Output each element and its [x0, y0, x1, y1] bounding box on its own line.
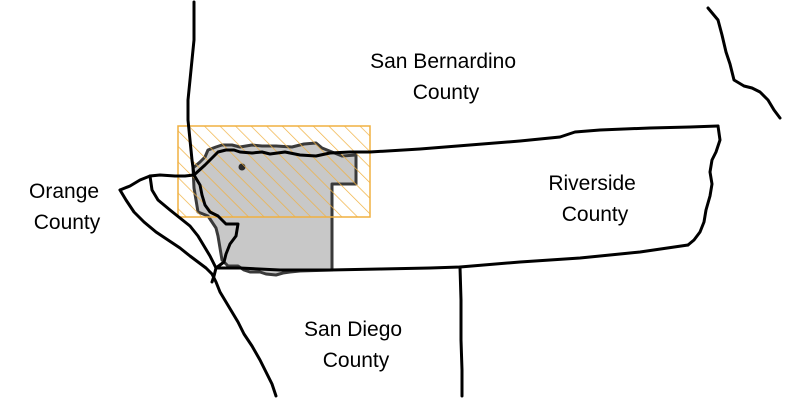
san-bernardino-label-line2: County — [413, 81, 480, 104]
county-labels: San Bernardino County Riverside County O… — [29, 50, 641, 372]
san-diego-label-line2: County — [323, 349, 390, 372]
riverside-east-boundary — [686, 124, 722, 247]
riverside-san-diego-boundary — [214, 243, 690, 272]
riverside-label-line1: Riverside — [548, 172, 636, 195]
riverside-label-line2: County — [562, 203, 629, 226]
riverside-label: Riverside County — [548, 172, 641, 226]
orange-san-diego-boundary — [210, 266, 218, 284]
san-diego-east-boundary — [458, 265, 464, 398]
san-bernardino-west-boundary — [186, 0, 196, 177]
san-bernardino-label-line1: San Bernardino — [370, 50, 516, 73]
orange-label: Orange County — [29, 180, 105, 234]
orange-label-line2: County — [34, 211, 101, 234]
orange-county-inner-boundary — [148, 174, 218, 270]
san-bernardino-label: San Bernardino County — [370, 50, 522, 104]
san-diego-label: San Diego County — [304, 318, 408, 372]
san-bernardino-east-boundary — [706, 6, 782, 120]
san-bernardino-riverside-boundary — [192, 124, 720, 177]
riverside-west-boundary — [192, 173, 240, 270]
hatched-area-box — [177, 125, 371, 218]
san-diego-label-line1: San Diego — [304, 318, 402, 341]
orange-label-line1: Orange — [29, 180, 99, 203]
county-boundaries — [118, 0, 782, 398]
orange-county-north-boundary — [118, 173, 196, 192]
